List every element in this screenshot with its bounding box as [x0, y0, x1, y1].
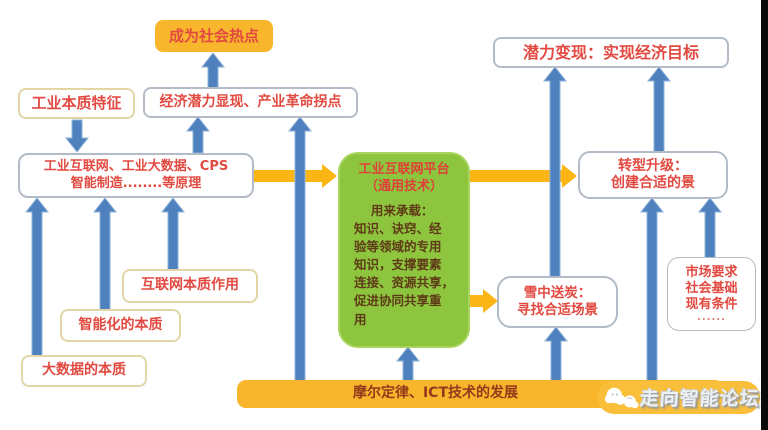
node-bigdata-essence: 大数据的本质 [21, 355, 147, 387]
node-market-requirements: 市场要求 社会基础 现有条件 ...... [667, 257, 756, 331]
sheep-logo-icon [604, 387, 639, 408]
node-label: 工业本质特征 [31, 94, 122, 113]
node-industrial-internet-platform: 工业互联网平台 （通用技术） 用来承载： 知识、诀窍、经 验等领域的专用 知识，… [338, 152, 470, 348]
node-label: 互联网本质作用 [141, 277, 239, 294]
platform-body-text: 用来承载： 知识、诀窍、经 验等领域的专用 知识，支撑要素 连接、资源共享， 促… [353, 202, 454, 327]
watermark-text: 走向智能论坛 [639, 388, 761, 410]
node-label: 经济潜力显现、产业革命拐点 [159, 93, 342, 110]
node-label: 潜力变现：实现经济目标 [522, 42, 699, 62]
node-label-line1: 工业互联网、工业大数据、CPS [43, 159, 229, 175]
node-label-line1: 雪中送炭： [523, 285, 592, 302]
platform-title-line1: 工业互联网平台 [358, 162, 450, 177]
node-social-hotspot: 成为社会热点 [155, 20, 273, 52]
node-timely-help: 雪中送炭： 寻找合适场景 [497, 276, 618, 328]
platform-title-line2: （通用技术） [364, 178, 443, 194]
node-label: 智能化的本质 [78, 316, 163, 333]
node-transform-upgrade: 转型升级： 创建合适的景 [578, 151, 728, 199]
node-label: 摩尔定律、ICT技术的发展 [352, 385, 519, 402]
node-economic-potential: 经济潜力显现、产业革命拐点 [143, 87, 358, 118]
node-label-line1: 市场要求 [685, 264, 738, 280]
node-label-line1: 转型升级： [618, 157, 688, 174]
node-label-line2: 社会基础 [685, 280, 738, 296]
node-label: 成为社会热点 [168, 26, 259, 45]
node-industrial-principles: 工业互联网、工业大数据、CPS 智能制造........等原理 [18, 153, 254, 198]
node-potential-realize: 潜力变现：实现经济目标 [493, 37, 729, 68]
node-industry-essence: 工业本质特征 [18, 88, 135, 119]
node-label-dots: ...... [697, 312, 726, 324]
node-label-line3: 现有条件 [685, 297, 738, 313]
node-label-line2: 寻找合适场景 [517, 302, 598, 318]
node-label-line2: 智能制造........等原理 [70, 175, 202, 191]
node-intelligent-essence: 智能化的本质 [60, 309, 181, 342]
watermark-badge: 走向智能论坛 [598, 381, 761, 414]
node-label-line2: 创建合适的景 [611, 175, 695, 191]
screen-edge-black-strip [761, 0, 768, 430]
node-label: 大数据的本质 [42, 362, 126, 379]
node-internet-essence: 互联网本质作用 [122, 269, 258, 303]
